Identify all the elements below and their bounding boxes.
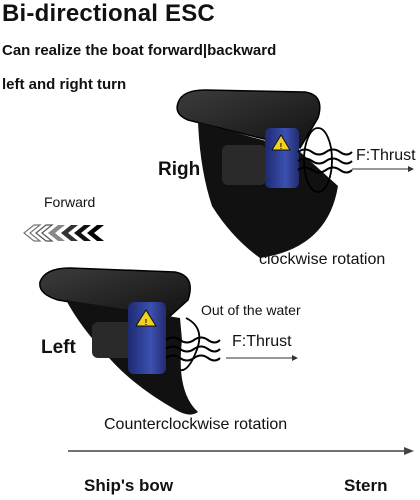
- svg-text:!: !: [145, 318, 148, 327]
- top-rotation-label: clockwise rotation: [259, 251, 386, 268]
- out-of-water-label: Out of the water: [201, 302, 301, 318]
- stern-label: Stern: [344, 476, 388, 495]
- bottom-thrust-label: F:Thrust: [232, 333, 292, 350]
- top-thruster-unit: !: [176, 89, 414, 258]
- bottom-rotation-ring: [179, 317, 201, 372]
- top-side-label: Righ: [158, 159, 201, 180]
- bottom-thruster-unit: !: [39, 267, 298, 415]
- bottom-motor: [128, 302, 166, 374]
- subtitle-line-1: Can realize the boat forward|backward: [2, 42, 277, 59]
- top-thrust-label: F:Thrust: [356, 147, 416, 164]
- top-motor: [265, 128, 299, 188]
- forward-label: Forward: [44, 194, 96, 210]
- svg-text:!: !: [280, 142, 283, 151]
- ships-bow-label: Ship's bow: [84, 476, 174, 495]
- bottom-side-label: Left: [41, 337, 76, 358]
- top-warning-icon: [271, 134, 291, 151]
- bottom-rotation-label: Counterclockwise rotation: [104, 416, 288, 433]
- subtitle-line-2: left and right turn: [2, 76, 127, 93]
- top-rotation-ring: [303, 127, 333, 193]
- page-title: Bi-directional ESC: [2, 0, 215, 27]
- bow-stern-axis: [68, 447, 414, 455]
- bottom-warning-icon: [135, 309, 157, 327]
- forward-chevrons: [23, 224, 104, 242]
